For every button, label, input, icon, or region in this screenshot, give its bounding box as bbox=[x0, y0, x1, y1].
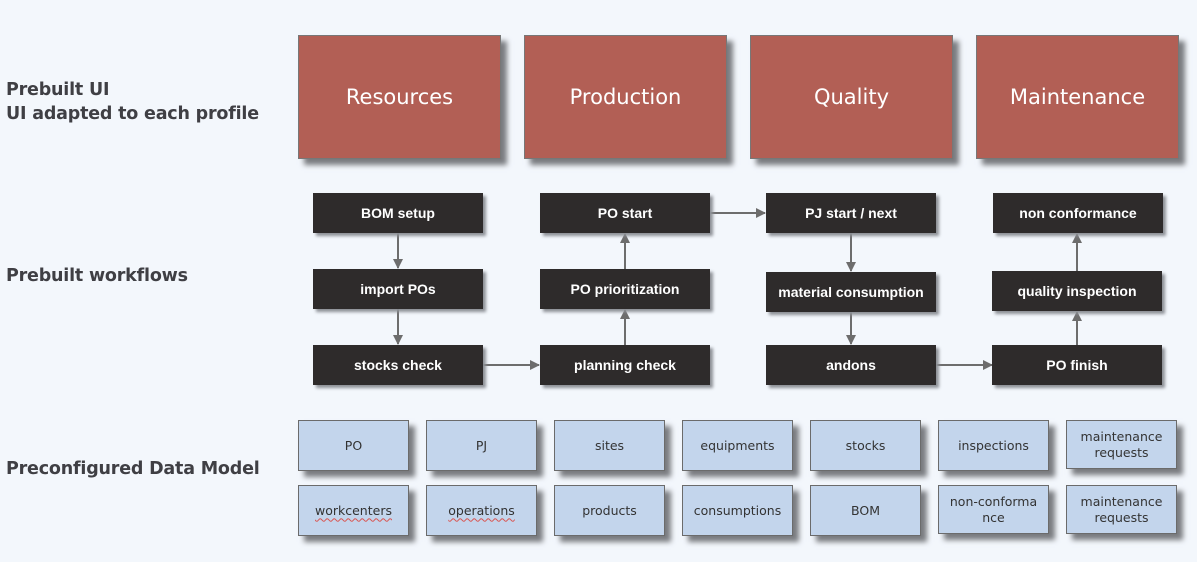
profile-production: Production bbox=[524, 35, 727, 159]
workflow-po-start: PO start bbox=[540, 193, 710, 233]
entity-bom: BOM bbox=[810, 485, 921, 536]
workflow-po-prioritization: PO prioritization bbox=[540, 269, 710, 309]
workflow-non-conformance: non conformance bbox=[993, 193, 1163, 233]
entity-maintenance-requests: maintenance requests bbox=[1066, 420, 1177, 469]
label-data-model: Preconfigured Data Model bbox=[6, 459, 260, 479]
entity-label: operations bbox=[448, 502, 515, 518]
entity-label: BOM bbox=[851, 502, 880, 518]
workflow-pj-start-next: PJ start / next bbox=[766, 193, 936, 233]
entity-pj: PJ bbox=[426, 420, 537, 471]
entity-operations: operations bbox=[426, 485, 537, 536]
label-prebuilt-workflows: Prebuilt workflows bbox=[6, 266, 188, 286]
entity-label: products bbox=[582, 502, 637, 518]
entity-label: maintenance requests bbox=[1080, 428, 1163, 460]
entity-inspections: inspections bbox=[938, 420, 1049, 471]
entity-label: maintenance requests bbox=[1080, 493, 1163, 525]
profile-resources: Resources bbox=[298, 35, 501, 159]
entity-label: sites bbox=[594, 437, 625, 453]
entity-maintenance-requests-2: maintenance requests bbox=[1066, 485, 1177, 534]
entity-label: consumptions bbox=[693, 502, 782, 518]
workflow-planning-check: planning check bbox=[540, 345, 710, 385]
profile-quality: Quality bbox=[750, 35, 953, 159]
entity-label: PJ bbox=[475, 437, 488, 453]
entity-products: products bbox=[554, 485, 665, 536]
label-prebuilt-ui-line1: Prebuilt UI bbox=[6, 80, 110, 100]
label-prebuilt-ui-line2: UI adapted to each profile bbox=[6, 104, 259, 124]
entity-label: PO bbox=[344, 437, 363, 453]
workflow-quality-inspection: quality inspection bbox=[992, 271, 1162, 311]
label-prebuilt-ui: Prebuilt UI UI adapted to each profile bbox=[6, 78, 259, 126]
workflow-material-consumption: material consumption bbox=[766, 272, 936, 312]
entity-po: PO bbox=[298, 420, 409, 471]
entity-label: non-conforma nce bbox=[949, 493, 1038, 525]
workflow-stocks-check: stocks check bbox=[313, 345, 483, 385]
workflow-po-finish: PO finish bbox=[992, 345, 1162, 385]
workflow-andons: andons bbox=[766, 345, 936, 385]
entity-consumptions: consumptions bbox=[682, 485, 793, 536]
entity-non-conformance: non-conforma nce bbox=[938, 485, 1049, 534]
entity-label: workcenters bbox=[315, 502, 392, 518]
profile-maintenance: Maintenance bbox=[976, 35, 1179, 159]
entity-label: equipments bbox=[700, 437, 775, 453]
entity-sites: sites bbox=[554, 420, 665, 471]
entity-stocks: stocks bbox=[810, 420, 921, 471]
entity-equipments: equipments bbox=[682, 420, 793, 471]
workflow-bom-setup: BOM setup bbox=[313, 193, 483, 233]
entity-label: stocks bbox=[845, 437, 886, 453]
entity-workcenters: workcenters bbox=[298, 485, 409, 536]
entity-label: inspections bbox=[958, 437, 1029, 453]
workflow-import-pos: import POs bbox=[313, 269, 483, 309]
